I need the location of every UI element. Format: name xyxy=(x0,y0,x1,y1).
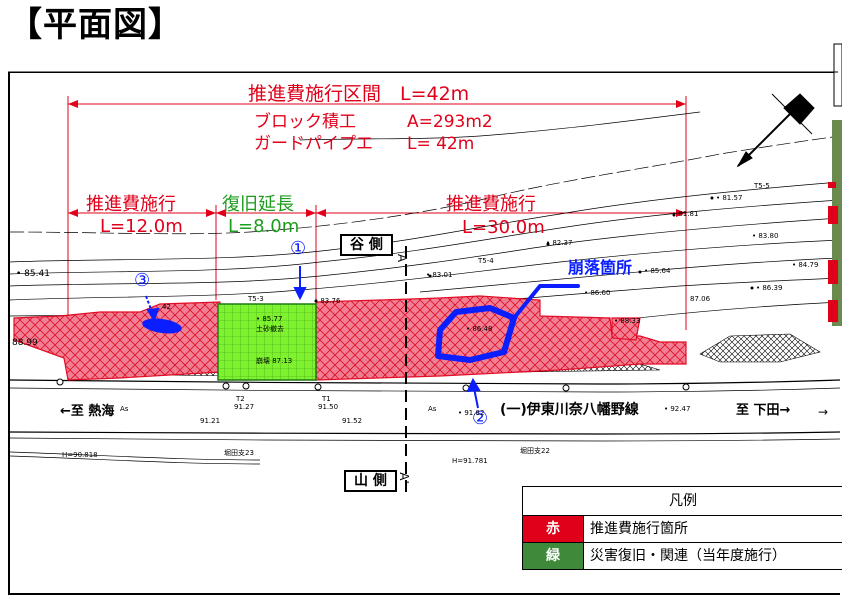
spot-83-76: • 83.76 xyxy=(314,297,341,305)
guardrail-posts xyxy=(56,378,690,392)
right-fragment xyxy=(828,43,842,326)
restoration-length: L=8.0m xyxy=(228,216,300,237)
spot-t5-5: T5-5 xyxy=(754,182,770,190)
spot-87-13: 崩壊 87.13 xyxy=(256,357,293,365)
right-section-length: L=30.0m xyxy=(462,217,545,238)
valley-side-box: 谷 側 xyxy=(340,234,393,256)
marker-2: ② xyxy=(472,408,489,429)
section-label-bottom: A' xyxy=(396,472,411,484)
legend-header: 凡例 xyxy=(523,487,842,516)
right-section-label: 推進費施行 xyxy=(446,194,536,215)
collapse-spot-3 xyxy=(142,318,182,334)
spot-91-27: 91.27 xyxy=(234,403,255,411)
legend-swatch-red: 赤 xyxy=(523,516,584,542)
spot-83-80: • 83.80 xyxy=(752,232,779,240)
survey-points xyxy=(314,196,754,303)
to-atami-label: ←至 熱海 xyxy=(60,404,115,419)
mountain-side-box: 山 側 xyxy=(344,470,397,492)
legend-text-green: 災害復旧・関連（当年度施行） xyxy=(590,548,786,564)
spot-86-48: • 86.48 xyxy=(466,325,493,333)
marker-arrows xyxy=(145,266,481,409)
to-shimoda-label: 至 下田→ xyxy=(736,403,791,418)
to-shimoda-arrow: → xyxy=(818,405,829,419)
point-t1: T1 xyxy=(322,395,331,403)
left-section-label: 推進費施行 xyxy=(86,194,176,215)
spot-84-79: • 84.79 xyxy=(792,261,819,269)
total-length-label: 推進費施行区間 L=42m xyxy=(248,83,470,105)
spot-85-41: • 85.41 xyxy=(16,269,50,279)
section-label-top: A xyxy=(395,253,410,263)
spot-85-64: • 85.64 xyxy=(644,267,671,275)
guard-pipe-label: ガードパイプエ L= 42m xyxy=(254,134,475,154)
spot-92-47: • 92.47 xyxy=(664,405,691,413)
spot-88-99: 88.99 xyxy=(12,338,38,348)
legend-text-red: 推進費施行箇所 xyxy=(590,521,688,537)
collapse-site-label: 崩落箇所 xyxy=(568,258,633,277)
surface-as-left: As xyxy=(120,405,129,413)
benchmark-h-91-781: H=91.781 xyxy=(452,457,488,465)
spot-87-06: 87.06 xyxy=(690,295,711,303)
legend-swatch-green: 緑 xyxy=(523,543,584,569)
block-work-label: ブロック積工 A=293m2 xyxy=(254,112,493,132)
spot-91-50: 91.50 xyxy=(318,403,339,411)
surface-as-right: As xyxy=(428,405,437,413)
drawing-title: 【平面図】 xyxy=(8,5,183,45)
spot-42: 42 xyxy=(162,303,171,311)
spot-81-81: • 81.81 xyxy=(672,210,699,218)
legend-row-red: 赤 推進費施行箇所 xyxy=(523,516,842,543)
spot-83-01: • 83.01 xyxy=(426,271,453,279)
collapse-outline xyxy=(435,284,580,363)
north-arrow-icon xyxy=(736,93,815,168)
left-section-length: L=12.0m xyxy=(100,216,183,237)
spot-91-82: • 91.82 xyxy=(458,409,485,417)
point-t5-3: T5-3 xyxy=(248,295,264,303)
spot-81-57: • 81.57 xyxy=(716,194,743,202)
road-edges xyxy=(9,379,841,465)
spot-t5-4: T5-4 xyxy=(478,257,494,265)
spot-86-39: • 86.39 xyxy=(756,284,783,292)
red-work-area xyxy=(13,295,687,381)
marker-3: ③ xyxy=(134,270,151,291)
spot-85-77: • 85.77 xyxy=(256,315,283,323)
spot-91-21: 91.21 xyxy=(200,417,221,425)
spot-soil-removal: 土砂撤去 xyxy=(256,325,284,333)
pole-hotta-23: 堀田支23 xyxy=(224,449,254,457)
spot-91-52: 91.52 xyxy=(342,417,363,425)
route-name-label: (一)伊東川奈八幡野線 xyxy=(500,402,639,418)
spot-86-60: • 86.60 xyxy=(584,289,611,297)
spot-82-37: • 82.37 xyxy=(546,239,573,247)
spot-88-33: • 88.33 xyxy=(614,317,641,325)
green-restoration-area xyxy=(217,303,317,381)
legend: 凡例 赤 推進費施行箇所 緑 災害復旧・関連（当年度施行） xyxy=(522,486,842,570)
marker-1: ① xyxy=(290,238,307,259)
dimension-arrows xyxy=(68,100,686,217)
point-t2: T2 xyxy=(236,395,245,403)
restoration-label: 復旧延長 xyxy=(222,194,294,215)
legend-row-green: 緑 災害復旧・関連（当年度施行） xyxy=(523,543,842,569)
pole-hotta-22: 堀田支22 xyxy=(520,447,550,455)
benchmark-h-90-818: H=90.818 xyxy=(62,451,98,459)
